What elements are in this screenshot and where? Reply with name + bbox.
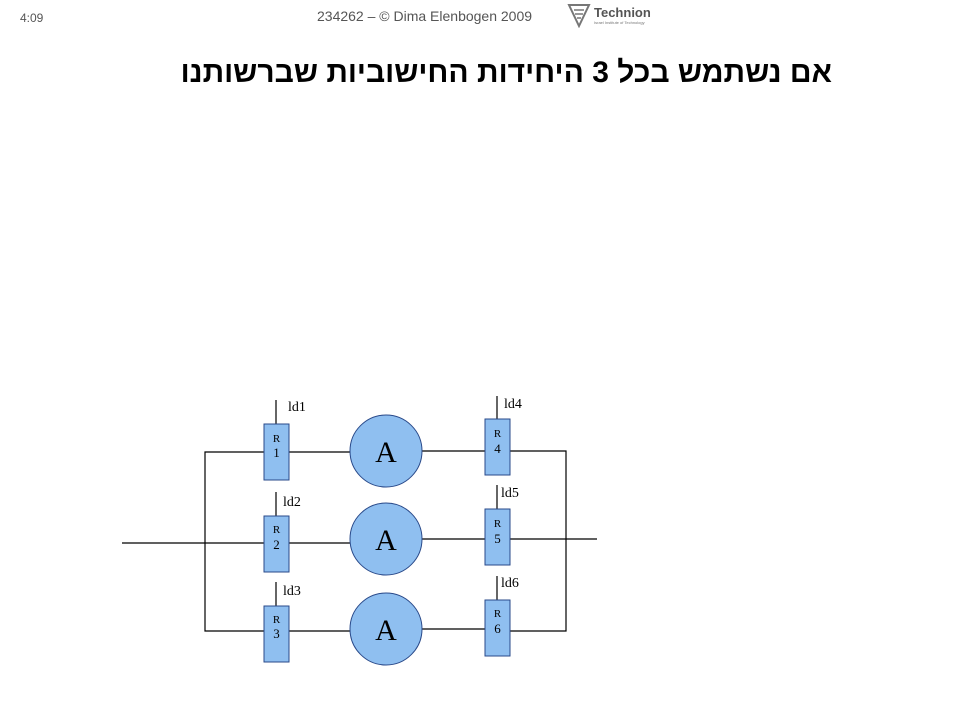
register-r2-number: 2 (273, 537, 280, 552)
register-r2: R 2 (263, 515, 290, 573)
register-r4-letter: R (494, 428, 502, 440)
slide-title: אם נשתמש בכל 3 היחידות החישוביות שברשותנ… (180, 56, 832, 89)
register-r4: R 4 (484, 418, 511, 476)
register-r4-number: 4 (494, 441, 501, 456)
register-r5-letter: R (494, 518, 502, 530)
unit-a3: A (349, 592, 423, 666)
register-r3-letter: R (273, 614, 281, 626)
register-r6-number: 6 (494, 621, 501, 636)
ld6-label: ld6 (501, 576, 519, 591)
logo-subtitle: Israel Institute of Technology (594, 20, 645, 25)
register-r1: R 1 (263, 423, 290, 481)
unit-a2-label: A (375, 524, 397, 557)
ld3-label: ld3 (283, 584, 301, 599)
unit-a3-label: A (375, 614, 397, 647)
unit-a1-label: A (375, 436, 397, 469)
register-r1-letter: R (273, 433, 281, 445)
ld4-label: ld4 (504, 397, 522, 412)
register-r6: R 6 (484, 599, 511, 657)
slide-time: 4:09 (20, 11, 44, 25)
wires (122, 396, 597, 632)
register-r2-letter: R (273, 524, 281, 536)
ld2-label: ld2 (283, 495, 301, 510)
register-r1-number: 1 (273, 445, 280, 460)
unit-a1: A (349, 414, 423, 488)
register-r3-number: 3 (273, 626, 280, 641)
technion-emblem-icon (567, 4, 591, 28)
technion-logo: Technion Israel Institute of Technology (566, 2, 666, 28)
register-r3: R 3 (263, 605, 290, 663)
right-bus-wire (510, 450, 567, 632)
left-bus-wire (204, 451, 264, 632)
ld1-label: ld1 (288, 400, 306, 415)
ld5-label: ld5 (501, 486, 519, 501)
unit-a2: A (349, 502, 423, 576)
register-r5-number: 5 (494, 531, 501, 546)
register-r5: R 5 (484, 508, 511, 566)
logo-name: Technion (594, 5, 651, 20)
course-footer-text: 234262 – © Dima Elenbogen 2009 (317, 8, 533, 24)
register-r6-letter: R (494, 608, 502, 620)
